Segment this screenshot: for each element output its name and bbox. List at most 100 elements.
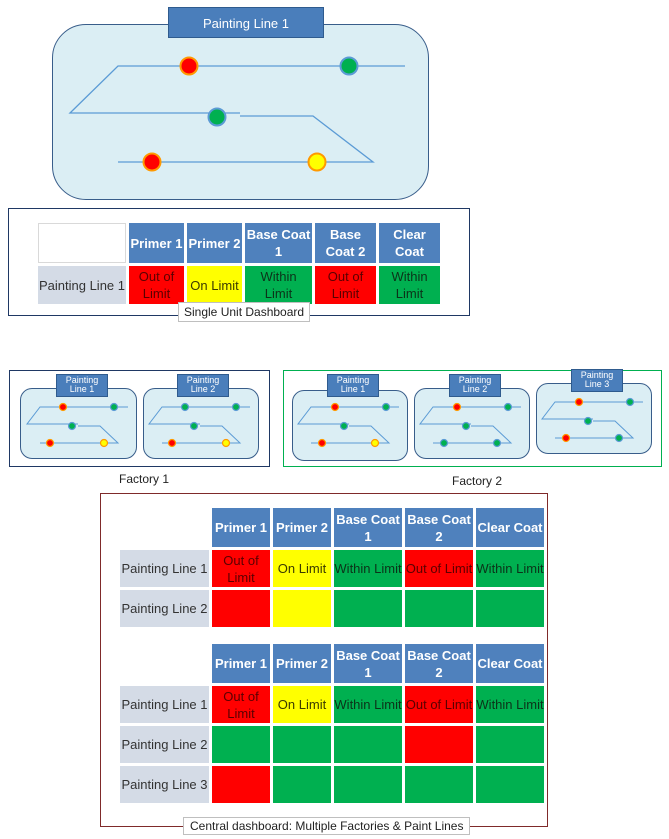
status-dot-red	[561, 433, 571, 443]
row-label: Painting Line 2	[120, 590, 209, 627]
status-dot-green	[207, 107, 227, 127]
status-dot-green	[339, 56, 359, 76]
painting-line-1-title: Painting Line 1	[168, 7, 324, 38]
column-header: Clear Coat	[476, 508, 544, 547]
status-dot-red	[317, 438, 327, 448]
row-label: Painting Line 3	[120, 766, 209, 803]
column-header: Base Coat 1	[334, 508, 402, 547]
track-lower	[433, 425, 513, 444]
factory-2-label: Factory 2	[452, 474, 503, 488]
column-header: Primer 2	[273, 644, 331, 683]
column-header: Clear Coat	[476, 644, 544, 683]
status-dot-red	[574, 397, 584, 407]
column-header: Primer 1	[212, 644, 270, 683]
status-dot-red	[58, 402, 68, 412]
status-cell: On Limit	[273, 686, 331, 723]
track-upper	[296, 406, 399, 425]
status-cell	[405, 590, 473, 627]
track-upper	[68, 65, 405, 114]
status-dot-red	[142, 152, 162, 172]
status-dot-green	[67, 421, 77, 431]
table-corner: FACTORY 2	[120, 644, 209, 683]
status-cell	[212, 766, 270, 803]
status-cell: Within Limit	[476, 550, 544, 587]
track-upper	[418, 406, 521, 425]
status-dot-green	[625, 397, 635, 407]
painting-line-1-diagram	[52, 24, 429, 200]
track-upper	[25, 406, 128, 425]
status-cell	[334, 726, 402, 763]
factory-2-table: FACTORY 2 Primer 1 Primer 2 Base Coat 1 …	[117, 641, 547, 806]
factory-2-frame	[283, 370, 662, 467]
status-dot-green	[439, 438, 449, 448]
status-dot-red	[167, 438, 177, 448]
track-lower	[162, 425, 242, 444]
column-header: Primer 1	[129, 223, 184, 263]
factory-1-frame	[9, 370, 270, 467]
status-cell	[405, 726, 473, 763]
status-cell	[476, 766, 544, 803]
factory-2-line-1-title: Painting Line 1	[327, 374, 379, 397]
status-cell: Out of Limit	[405, 550, 473, 587]
status-cell: Within Limit	[476, 686, 544, 723]
status-dot-red	[179, 56, 199, 76]
status-cell: Within Limit	[379, 266, 440, 304]
column-header: Primer 1	[212, 508, 270, 547]
track-lower	[118, 115, 375, 163]
status-cell: Within Limit	[334, 550, 402, 587]
status-dot-green	[180, 402, 190, 412]
track-lower	[311, 425, 391, 444]
status-cell	[212, 726, 270, 763]
central-dashboard-caption: Central dashboard: Multiple Factories & …	[183, 817, 471, 835]
track-lower	[40, 425, 120, 444]
status-dot-green	[614, 433, 624, 443]
factory-2-line-3-title: Painting Line 3	[571, 369, 623, 392]
row-label: Painting Line 1	[38, 266, 126, 304]
row-label: Painting Line 1	[120, 550, 209, 587]
factory-1-line-2-title: Painting Line 2	[177, 374, 229, 397]
status-cell	[212, 590, 270, 627]
status-dot-yellow	[370, 438, 380, 448]
status-dot-green	[109, 402, 119, 412]
table-corner: FACTORY 1	[120, 508, 209, 547]
status-dot-red	[330, 402, 340, 412]
status-dot-green	[503, 402, 513, 412]
single-unit-caption: Single Unit Dashboard	[178, 302, 311, 322]
status-cell: Out of Limit	[129, 266, 184, 304]
table-corner	[38, 223, 126, 263]
column-header: Base Coat 1	[245, 223, 312, 263]
track-upper	[540, 401, 643, 420]
column-header: Primer 2	[273, 508, 331, 547]
row-label: Painting Line 2	[120, 726, 209, 763]
column-header: Base Coat 2	[315, 223, 376, 263]
column-header: Base Coat 1	[334, 644, 402, 683]
status-cell	[273, 766, 331, 803]
column-header: Base Coat 2	[405, 644, 473, 683]
status-dot-green	[583, 416, 593, 426]
status-dot-red	[452, 402, 462, 412]
status-cell: Within Limit	[334, 686, 402, 723]
status-cell	[476, 726, 544, 763]
status-cell	[273, 590, 331, 627]
track-upper	[147, 406, 250, 425]
status-cell: Out of Limit	[212, 550, 270, 587]
status-cell: On Limit	[187, 266, 242, 304]
factory-1-label: Factory 1	[119, 472, 170, 486]
status-cell	[405, 766, 473, 803]
column-header: Base Coat 2	[405, 508, 473, 547]
single-unit-table: Primer 1 Primer 2 Base Coat 1 Base Coat …	[35, 220, 443, 307]
status-cell: Out of Limit	[212, 686, 270, 723]
track-lower	[555, 420, 635, 439]
status-cell	[334, 766, 402, 803]
column-header: Primer 2	[187, 223, 242, 263]
status-dot-yellow	[307, 152, 327, 172]
status-cell: Out of Limit	[315, 266, 376, 304]
status-dot-yellow	[99, 438, 109, 448]
factory-1-line-1-title: Painting Line 1	[56, 374, 108, 397]
status-cell	[334, 590, 402, 627]
status-cell: Out of Limit	[405, 686, 473, 723]
status-cell: Within Limit	[245, 266, 312, 304]
status-dot-green	[381, 402, 391, 412]
